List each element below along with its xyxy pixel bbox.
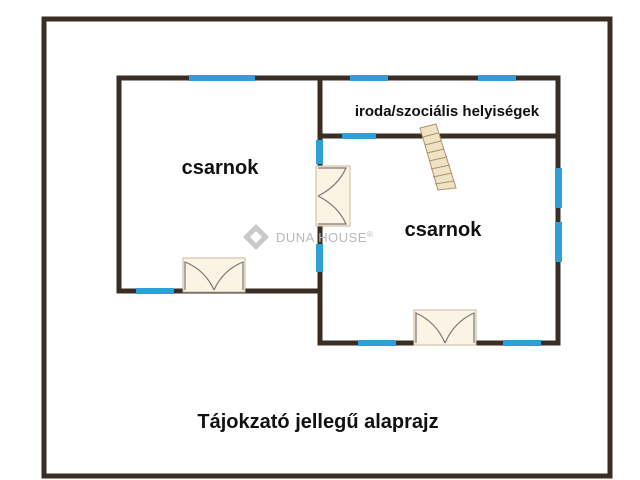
window-icon <box>316 140 323 164</box>
room-label-office: iroda/szociális helyiségek <box>355 103 540 120</box>
watermark-text: DUNA HOUSE® <box>276 230 373 245</box>
plan-caption: Tájokzató jellegű alaprajz <box>197 411 438 433</box>
window-icon <box>555 222 562 262</box>
room-label-left-hall: csarnok <box>182 157 260 179</box>
room-label-right-hall: csarnok <box>405 219 483 241</box>
outer-boundary <box>41 16 613 479</box>
window-icon <box>316 244 323 272</box>
diamond-logo-icon <box>243 224 269 250</box>
window-icon <box>342 133 376 139</box>
window-icon <box>136 288 174 294</box>
window-icon <box>555 168 562 208</box>
window-icon <box>189 75 255 81</box>
window-icon <box>350 75 388 81</box>
window-icon <box>503 340 541 346</box>
staircase-icon <box>419 123 457 191</box>
double-door-icon <box>413 309 477 346</box>
window-icon <box>478 75 516 81</box>
window-icon <box>358 340 396 346</box>
double-door-icon <box>182 257 246 293</box>
double-door-icon <box>315 165 351 227</box>
windows <box>136 75 562 346</box>
